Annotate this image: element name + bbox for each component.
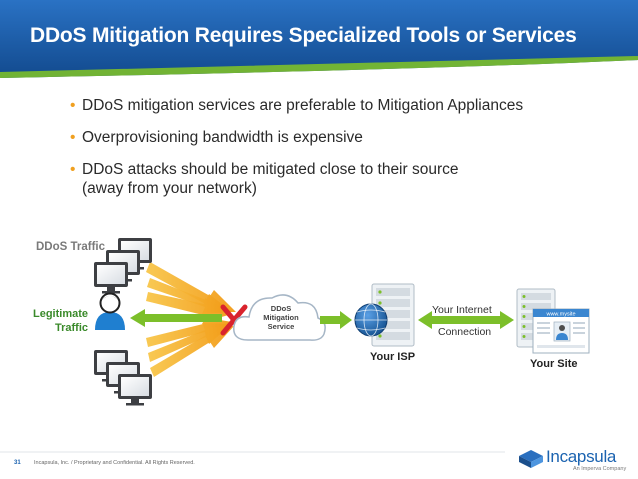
bullet-glyph: • (70, 161, 76, 178)
user-icon (95, 292, 125, 330)
site-url-text: www.mysite (545, 312, 575, 318)
bullet-item: • DDoS mitigation services are preferabl… (70, 96, 523, 115)
slide-title: DDoS Mitigation Requires Specialized Too… (30, 24, 577, 47)
copyright-text: Incapsula, Inc. / Proprietary and Confid… (34, 460, 195, 466)
site-label: Your Site (530, 358, 578, 370)
header-banner (0, 0, 638, 78)
bullet-item: • Overprovisioning bandwidth is expensiv… (70, 128, 523, 147)
bullet-glyph: • (70, 97, 76, 114)
connection-label-line2: Connection (438, 326, 492, 338)
logo-tagline: An Imperva Company (573, 466, 627, 472)
website-icon: www.mysite (516, 288, 590, 354)
bullet-text: DDoS attacks should be mitigated close t… (82, 161, 459, 178)
bullet-list: • DDoS mitigation services are preferabl… (70, 96, 523, 211)
incapsula-logo: Incapsula An Imperva Company (517, 440, 627, 476)
computer-icon (94, 262, 128, 294)
page-number: 31 (14, 460, 21, 466)
bullet-text: Overprovisioning bandwidth is expensive (82, 129, 363, 146)
computer-icon (118, 374, 152, 406)
legitimate-traffic-label: Legitimate Traffic (32, 308, 88, 334)
internet-connection-arrow (418, 311, 514, 329)
cloud-icon (233, 294, 326, 341)
bullet-text: DDoS mitigation services are preferable … (82, 97, 524, 114)
logo-mark-icon (519, 450, 543, 468)
isp-label: Your ISP (370, 351, 416, 363)
mitigation-service-label: DDoS Mitigation Service (263, 304, 299, 331)
cloud-to-isp-arrow (320, 311, 352, 329)
bullet-item: • DDoS attacks should be mitigated close… (70, 160, 523, 198)
logo-name: Incapsula (546, 447, 617, 466)
attacker-computer-cluster-bottom (94, 350, 152, 406)
connection-label-line1: Your Internet (432, 304, 492, 316)
globe-icon (354, 303, 388, 337)
bullet-glyph: • (70, 129, 76, 146)
bullet-continuation: (away from your network) (82, 180, 257, 197)
legitimate-traffic-arrow (130, 309, 222, 327)
ddos-traffic-label: DDoS Traffic (36, 241, 106, 253)
